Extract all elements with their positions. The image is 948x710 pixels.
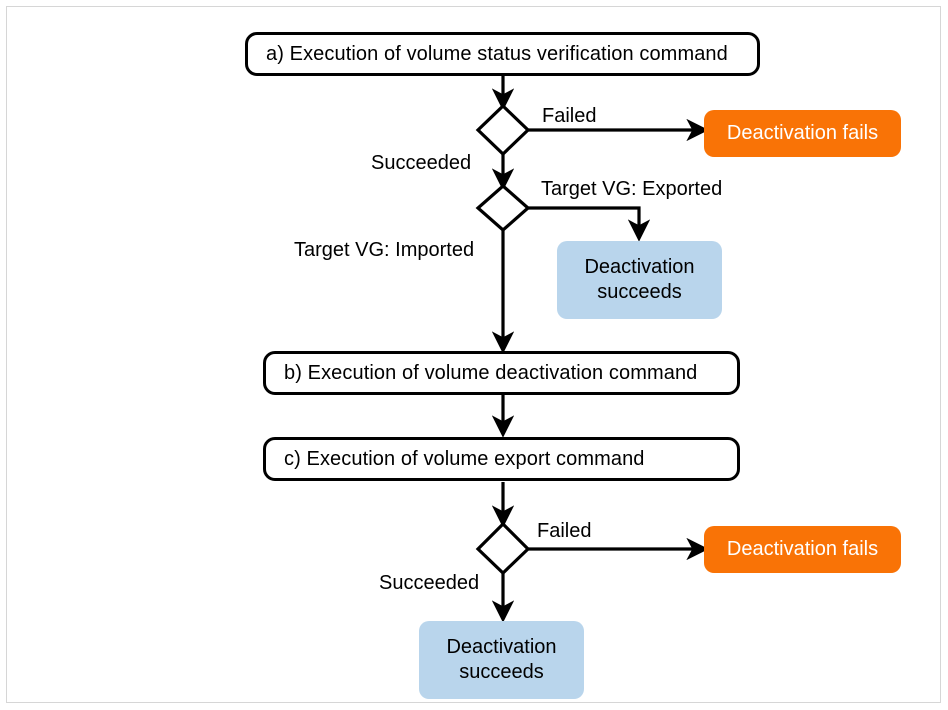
edge-decision2-exported [528, 206, 651, 242]
terminal-deactivation-succeeds-bottom[interactable]: Deactivation succeeds [419, 621, 584, 699]
edge-label-failed-top: Failed [542, 105, 597, 127]
terminal-deactivation-fails-bottom-label: Deactivation fails [726, 538, 879, 560]
terminal-deactivation-succeeds-top[interactable]: Deactivation succeeds [557, 241, 722, 319]
edge-label-target-vg-imported: Target VG: Imported [294, 239, 475, 261]
terminal-deactivation-fails-bottom[interactable]: Deactivation fails [704, 526, 901, 573]
terminal-deactivation-fails-top[interactable]: Deactivation fails [704, 110, 901, 157]
decision1-diamond [475, 103, 531, 157]
terminal-deactivation-succeeds-top-line1: Deactivation [584, 256, 695, 278]
process-box-a[interactable]: a) Execution of volume status verificati… [245, 32, 760, 76]
process-box-a-label: a) Execution of volume status verificati… [266, 42, 728, 65]
edge-label-succeeded-bottom: Succeeded [379, 572, 480, 594]
edge-label-succeeded-top: Succeeded [371, 152, 472, 174]
process-box-c[interactable]: c) Execution of volume export command [263, 437, 740, 481]
terminal-deactivation-fails-top-label: Deactivation fails [726, 122, 879, 144]
terminal-deactivation-succeeds-bottom-line1: Deactivation [446, 636, 557, 658]
decision2-diamond [475, 183, 531, 233]
process-box-b[interactable]: b) Execution of volume deactivation comm… [263, 351, 740, 395]
process-box-b-label: b) Execution of volume deactivation comm… [284, 361, 698, 384]
terminal-deactivation-succeeds-top-line2: succeeds [597, 281, 682, 303]
decision3-diamond [475, 521, 531, 576]
edge-label-failed-bottom: Failed [537, 520, 592, 542]
terminal-deactivation-succeeds-bottom-line2: succeeds [459, 661, 544, 683]
edge-label-target-vg-exported: Target VG: Exported [541, 178, 723, 200]
process-box-c-label: c) Execution of volume export command [284, 447, 645, 470]
